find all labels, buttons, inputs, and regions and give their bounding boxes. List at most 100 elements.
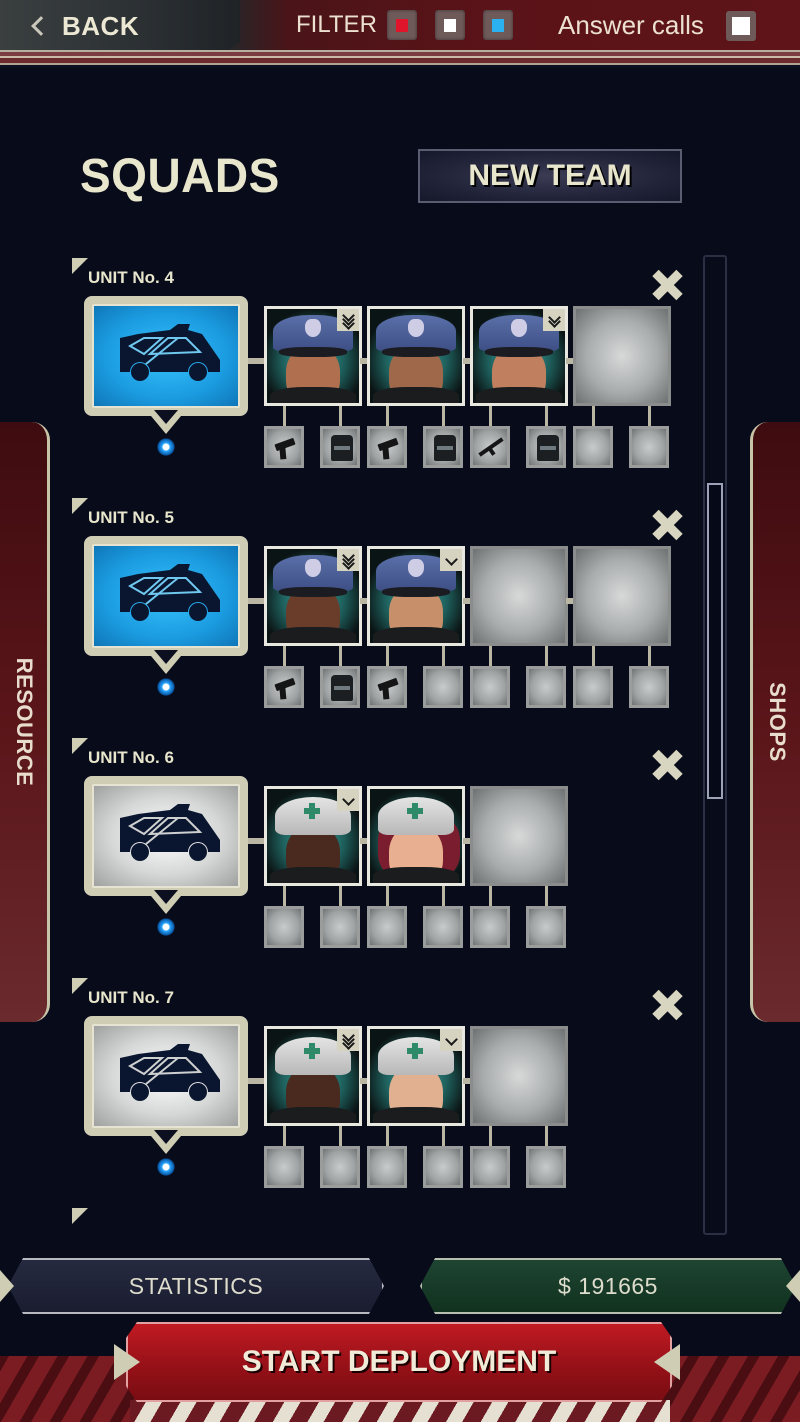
police-badge-icon xyxy=(511,319,527,337)
equipment-slot[interactable] xyxy=(423,646,463,708)
equipment-slot[interactable] xyxy=(320,1126,360,1188)
member-portrait[interactable] xyxy=(367,546,465,646)
back-button[interactable]: BACK xyxy=(0,0,240,52)
empty-member-slot[interactable] xyxy=(573,306,671,406)
equipment-slot[interactable] xyxy=(320,886,360,948)
vehicle-button[interactable] xyxy=(84,1016,248,1154)
status-dot[interactable] xyxy=(157,1158,175,1176)
connector xyxy=(463,358,470,364)
pistol-icon xyxy=(377,677,399,692)
equipment-slot[interactable] xyxy=(526,886,566,948)
connector xyxy=(489,406,492,426)
connector xyxy=(360,838,367,844)
connector xyxy=(339,886,342,906)
close-icon[interactable] xyxy=(650,988,684,1022)
equipment-slot[interactable] xyxy=(320,646,360,708)
equipment-slot[interactable] xyxy=(264,406,304,468)
shops-tab[interactable]: SHOPS xyxy=(750,422,800,1022)
equipment-slot[interactable] xyxy=(320,406,360,468)
unit-card: UNIT No. 7 xyxy=(72,978,692,1208)
filter-label: FILTER xyxy=(296,11,377,38)
vehicle-button[interactable] xyxy=(84,776,248,914)
connector xyxy=(592,406,595,426)
equipment-slot[interactable] xyxy=(573,646,613,708)
member-portrait[interactable] xyxy=(264,546,362,646)
equipment-slot[interactable] xyxy=(526,646,566,708)
new-team-button[interactable]: NEW TEAM xyxy=(418,149,682,203)
connector xyxy=(566,598,573,604)
equipment-slot[interactable] xyxy=(264,646,304,708)
status-dot[interactable] xyxy=(157,678,175,696)
filter-blue-toggle[interactable] xyxy=(482,10,513,40)
equipment-slot[interactable] xyxy=(470,886,510,948)
equipment-slot[interactable] xyxy=(629,406,669,468)
empty-member-slot[interactable] xyxy=(470,546,568,646)
pointer-icon xyxy=(146,650,186,676)
status-dot[interactable] xyxy=(157,918,175,936)
answer-calls-checkbox[interactable] xyxy=(725,10,756,41)
equipment-slot[interactable] xyxy=(470,1126,510,1188)
member-portrait[interactable] xyxy=(264,786,362,886)
equipment-slot[interactable] xyxy=(423,1126,463,1188)
equipment-slot[interactable] xyxy=(423,886,463,948)
member-body xyxy=(270,627,356,643)
connector xyxy=(463,1078,470,1084)
filter-red-toggle[interactable] xyxy=(386,10,417,40)
empty-member-slot[interactable] xyxy=(573,546,671,646)
rank-chevron-icon xyxy=(440,549,462,571)
resource-tab[interactable]: RESOURCE xyxy=(0,422,50,1022)
equipment-slot[interactable] xyxy=(526,406,566,468)
equipment-slot[interactable] xyxy=(367,886,407,948)
equipment-slot[interactable] xyxy=(264,1126,304,1188)
hazard-stripes-light xyxy=(130,1400,670,1422)
rank-chevron-icon xyxy=(440,1029,462,1051)
medic-cap-icon xyxy=(378,797,454,835)
member-portrait[interactable] xyxy=(367,786,465,886)
police-vest-icon xyxy=(434,435,456,461)
vehicle-button[interactable] xyxy=(84,296,248,434)
member-portrait[interactable] xyxy=(367,1026,465,1126)
equipment-slot[interactable] xyxy=(573,406,613,468)
connector xyxy=(648,646,651,666)
close-icon[interactable] xyxy=(650,268,684,302)
equipment-slot[interactable] xyxy=(629,646,669,708)
police-badge-icon xyxy=(408,319,424,337)
money-display-button[interactable]: $ 191665 xyxy=(420,1258,796,1314)
unit-card: UNIT No. 5 xyxy=(72,498,692,728)
equipment-slot[interactable] xyxy=(470,646,510,708)
scrollbar-thumb[interactable] xyxy=(707,483,723,799)
connector xyxy=(545,1126,548,1146)
statistics-button[interactable]: STATISTICS xyxy=(8,1258,384,1314)
equipment-slot[interactable] xyxy=(264,886,304,948)
close-icon[interactable] xyxy=(650,748,684,782)
empty-member-slot[interactable] xyxy=(470,786,568,886)
status-dot[interactable] xyxy=(157,438,175,456)
equipment-slot[interactable] xyxy=(526,1126,566,1188)
blue-square-icon xyxy=(491,18,504,32)
filter-group: FILTER xyxy=(296,10,531,40)
equipment-slot[interactable] xyxy=(367,646,407,708)
member-body xyxy=(270,387,356,403)
close-icon[interactable] xyxy=(650,508,684,542)
connector xyxy=(339,646,342,666)
rank-chevron-icon xyxy=(337,789,359,811)
filter-white-toggle[interactable] xyxy=(434,10,465,40)
equipment-slot[interactable] xyxy=(367,1126,407,1188)
member-portrait[interactable] xyxy=(264,306,362,406)
connector xyxy=(283,406,286,426)
member-portrait[interactable] xyxy=(470,306,568,406)
equipment-slot[interactable] xyxy=(470,406,510,468)
vehicle-button[interactable] xyxy=(84,536,248,674)
connector xyxy=(360,358,367,364)
start-deployment-button[interactable]: START DEPLOYMENT xyxy=(126,1322,672,1402)
equipment-slot[interactable] xyxy=(423,406,463,468)
connector xyxy=(360,1078,367,1084)
empty-member-slot[interactable] xyxy=(470,1026,568,1126)
unit-name: UNIT No. 6 xyxy=(88,748,174,767)
scrollbar-track[interactable] xyxy=(703,255,727,1235)
connector xyxy=(386,646,389,666)
member-portrait[interactable] xyxy=(367,306,465,406)
equipment-slot[interactable] xyxy=(367,406,407,468)
rank-chevron-icon xyxy=(337,549,359,571)
member-portrait[interactable] xyxy=(264,1026,362,1126)
